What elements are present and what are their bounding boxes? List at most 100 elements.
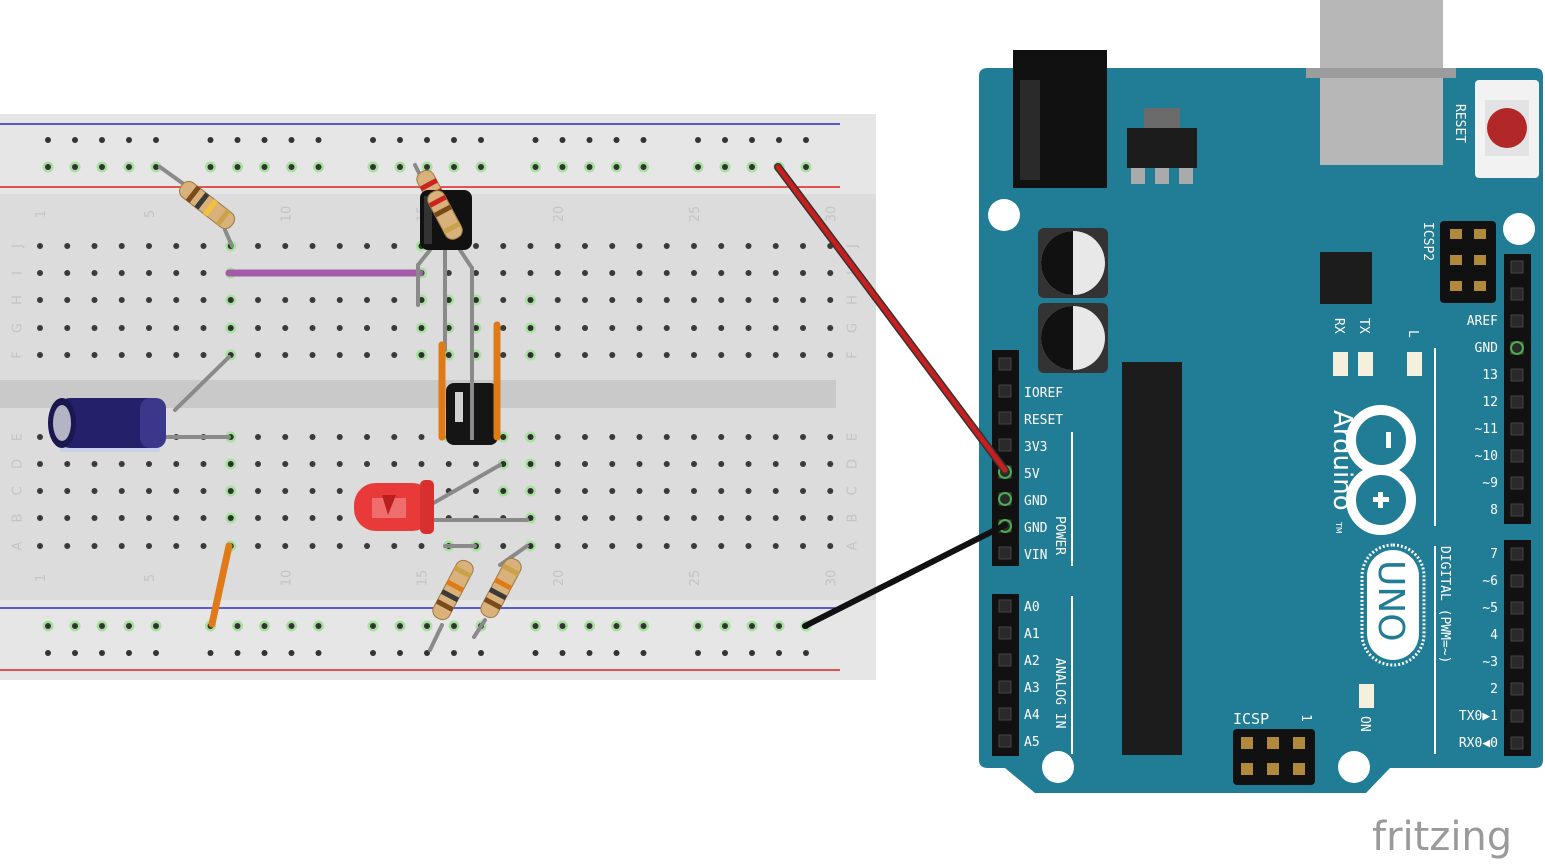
black-gnd-wire xyxy=(802,522,1008,629)
breadboard-hole xyxy=(364,461,370,467)
header-pin[interactable] xyxy=(998,546,1012,560)
breadboard-hole xyxy=(691,461,697,467)
board-capacitor xyxy=(1038,228,1108,298)
header-pin[interactable] xyxy=(1510,503,1524,517)
breadboard-hole xyxy=(418,461,425,467)
header-pin[interactable] xyxy=(1510,628,1524,642)
header-pin[interactable] xyxy=(1510,682,1524,696)
rail-hole xyxy=(397,623,403,629)
row-letter: E xyxy=(846,433,861,441)
breadboard-hole xyxy=(609,270,616,276)
breadboard-hole xyxy=(663,461,670,467)
row-letter: A xyxy=(11,541,26,550)
breadboard-hole xyxy=(473,325,479,331)
header-pin[interactable] xyxy=(998,384,1012,398)
header-pin[interactable] xyxy=(998,734,1012,748)
header-pin[interactable] xyxy=(1510,547,1524,561)
breadboard-hole xyxy=(37,461,43,467)
rail-hole xyxy=(749,164,755,170)
digital-pin-label: ~10 xyxy=(1475,449,1498,464)
rail-hole xyxy=(126,650,132,656)
rail-hole xyxy=(695,137,701,143)
header-pin[interactable] xyxy=(1510,601,1524,615)
breadboard-hole xyxy=(527,352,534,358)
breadboard-hole xyxy=(336,543,343,549)
rail-hole xyxy=(695,164,701,170)
breadboard-hole xyxy=(554,488,561,494)
icsp-pin xyxy=(1293,737,1305,749)
reset-label: RESET xyxy=(1452,104,1467,143)
digital-pin-label: 4 xyxy=(1490,628,1498,643)
breadboard-hole xyxy=(691,543,697,549)
rail-hole xyxy=(532,650,539,656)
rail-hole xyxy=(776,650,782,656)
header-pin[interactable] xyxy=(998,707,1012,721)
row-letter: B xyxy=(846,514,861,523)
column-number: 10 xyxy=(279,206,294,223)
rail-hole xyxy=(99,623,105,629)
breadboard-hole xyxy=(255,488,261,494)
icsp-pin xyxy=(1293,763,1305,775)
digital-pin-label: ~5 xyxy=(1482,601,1498,616)
header-pin[interactable] xyxy=(1510,574,1524,588)
breadboard-hole xyxy=(473,243,479,249)
breadboard-hole xyxy=(827,297,834,303)
connected-pin xyxy=(998,492,1012,506)
header-pin[interactable] xyxy=(998,438,1012,452)
column-number: 30 xyxy=(824,570,839,587)
rail-hole xyxy=(315,137,322,143)
header-pin[interactable] xyxy=(1510,314,1524,328)
usb-port xyxy=(1320,0,1443,165)
breadboard-hole xyxy=(91,325,98,331)
header-pin[interactable] xyxy=(1510,395,1524,409)
header-pin[interactable] xyxy=(1510,422,1524,436)
breadboard-hole xyxy=(200,325,207,331)
breadboard-hole xyxy=(527,543,534,549)
breadboard-hole xyxy=(336,488,343,494)
header-pin[interactable] xyxy=(998,626,1012,640)
red-5v-wire xyxy=(775,164,1008,473)
breadboard-hole xyxy=(636,352,643,358)
header-pin[interactable] xyxy=(1510,655,1524,669)
breadboard-hole xyxy=(582,243,588,249)
header-pin[interactable] xyxy=(1510,709,1524,723)
icsp-pin xyxy=(1241,737,1253,749)
breadboard-hole xyxy=(636,461,643,467)
row-letter: F xyxy=(11,351,26,358)
breadboard-hole xyxy=(718,488,725,494)
breadboard-hole xyxy=(37,434,43,440)
header-pin[interactable] xyxy=(1510,287,1524,301)
reset-button[interactable] xyxy=(1475,80,1539,178)
rail-hole xyxy=(397,650,403,656)
header-pin[interactable] xyxy=(998,653,1012,667)
breadboard-hole xyxy=(282,434,289,440)
rail-hole xyxy=(640,137,647,143)
header-pin[interactable] xyxy=(998,599,1012,613)
breadboard-hole xyxy=(718,515,725,521)
breadboard-hole xyxy=(827,515,834,521)
breadboard-hole xyxy=(582,461,588,467)
breadboard-hole xyxy=(582,352,588,358)
rail-hole xyxy=(126,164,132,170)
breadboard-hole xyxy=(91,515,98,521)
rail-hole xyxy=(559,650,566,656)
resistor-bottom-left xyxy=(432,559,474,621)
breadboard-hole xyxy=(118,543,125,549)
header-pin[interactable] xyxy=(1510,449,1524,463)
header-pin[interactable] xyxy=(1510,476,1524,490)
header-pin[interactable] xyxy=(1510,260,1524,274)
header-pin[interactable] xyxy=(1510,368,1524,382)
breadboard-hole xyxy=(800,461,806,467)
rail-hole xyxy=(126,623,132,629)
icsp2-label: ICSP2 xyxy=(1420,222,1435,261)
header-pin[interactable] xyxy=(998,680,1012,694)
analog-pin-label: A4 xyxy=(1024,708,1040,723)
header-pin[interactable] xyxy=(1510,736,1524,750)
column-number: 20 xyxy=(552,206,567,223)
header-pin[interactable] xyxy=(998,411,1012,425)
breadboard-hole xyxy=(227,325,234,331)
breadboard-hole xyxy=(255,243,261,249)
breadboard-hole xyxy=(772,461,779,467)
breadboard-hole xyxy=(364,325,370,331)
header-pin[interactable] xyxy=(998,357,1012,371)
